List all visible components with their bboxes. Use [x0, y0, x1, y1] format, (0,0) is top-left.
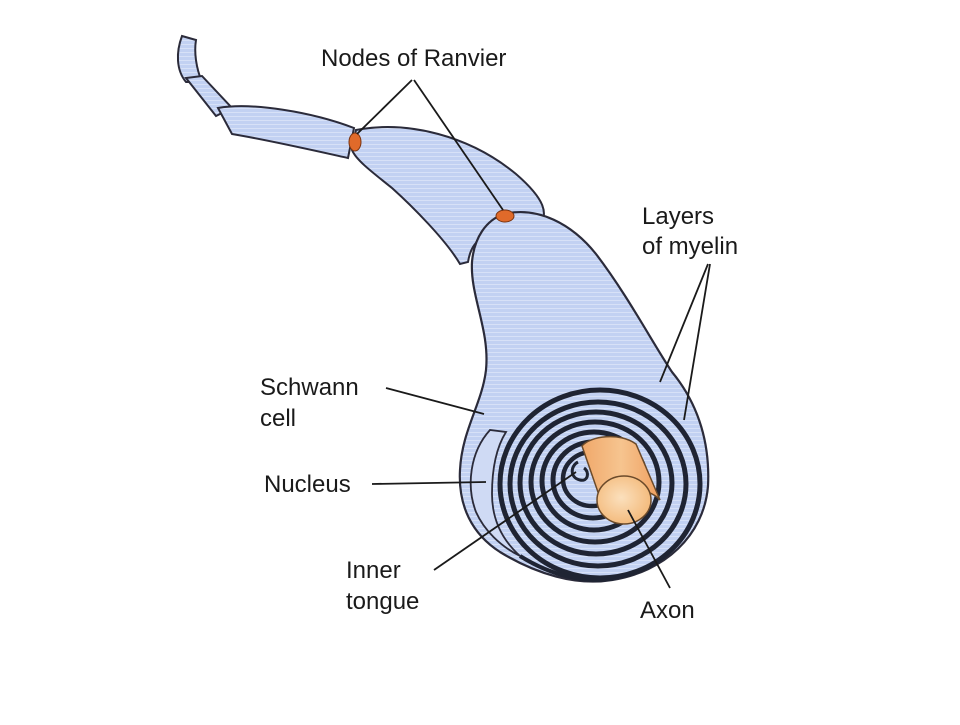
- leader-lines: [356, 79, 711, 589]
- label-nodes-of-ranvier: Nodes of Ranvier: [321, 45, 506, 72]
- nodes-of-ranvier-markers: [348, 132, 515, 223]
- leader-myelin-1: [659, 263, 709, 383]
- leader-nodes-2: [413, 79, 504, 211]
- label-layers-of-myelin-line2: of myelin: [642, 233, 738, 260]
- axon-cut-end: [596, 475, 652, 525]
- label-inner-tongue-line2: tongue: [346, 588, 419, 615]
- label-schwann-cell-line2: cell: [260, 405, 296, 432]
- label-axon: Axon: [640, 597, 695, 624]
- label-schwann-cell-line1: Schwann: [260, 374, 359, 401]
- myelin-layer: [528, 419, 662, 545]
- inner-tongue-loop: [570, 460, 589, 482]
- leader-axon: [627, 509, 671, 589]
- label-layers-of-myelin-line1: Layers: [642, 203, 714, 230]
- label-inner-tongue-line1: Inner: [346, 557, 401, 584]
- distal-segment-1: [216, 105, 356, 160]
- leader-nodes-1: [356, 79, 413, 135]
- leader-schwann-cell: [385, 387, 485, 415]
- leader-nucleus: [371, 481, 487, 485]
- outer-sheath-lip: [518, 554, 617, 582]
- label-nucleus: Nucleus: [264, 471, 351, 498]
- node-of-ranvier-1: [348, 132, 362, 152]
- distal-tip-segment: [176, 34, 204, 83]
- axon-cylinder: [581, 435, 661, 525]
- leader-myelin-2: [683, 263, 711, 421]
- labels: Nodes of Ranvier Layers of myelin Schwan…: [260, 45, 738, 624]
- leader-inner-tongue: [433, 471, 577, 571]
- myelin-layer: [517, 409, 675, 557]
- myelin-layer: [507, 399, 689, 569]
- node-of-ranvier-2: [495, 209, 515, 223]
